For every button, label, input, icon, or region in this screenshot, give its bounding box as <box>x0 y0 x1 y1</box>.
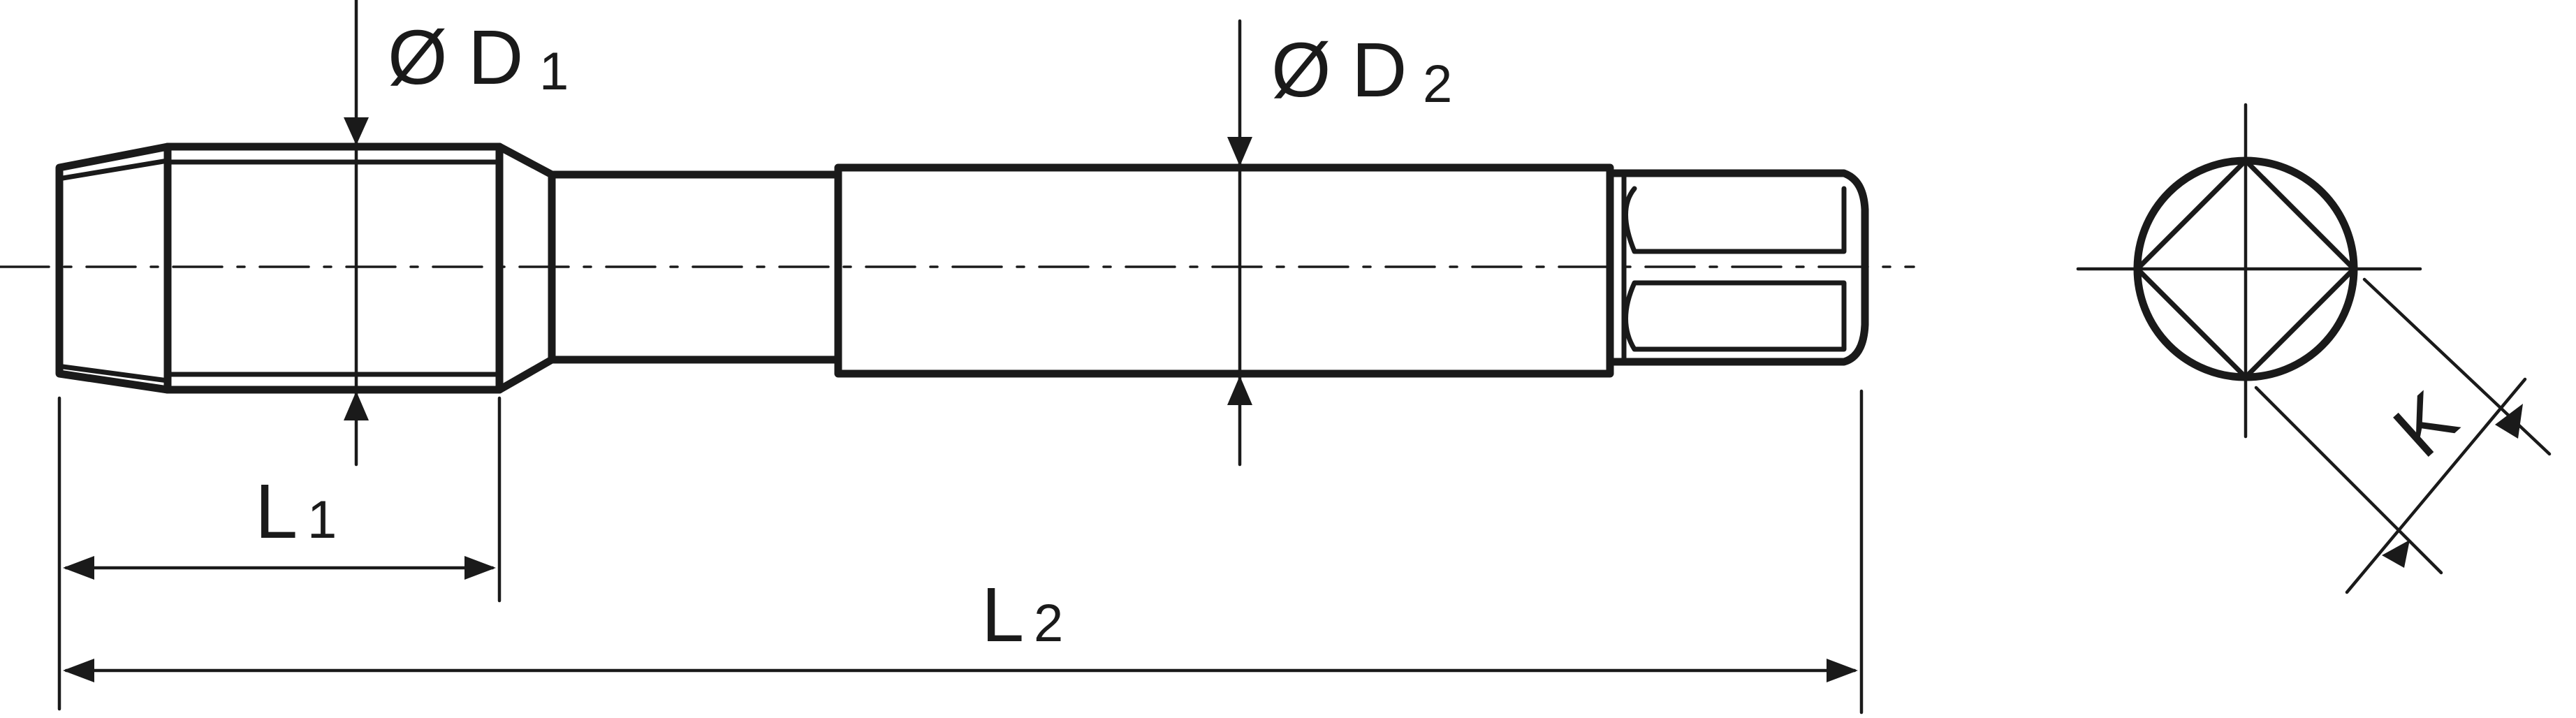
dimension-k: K <box>2254 277 2552 594</box>
square-drive-outline <box>1606 169 1869 366</box>
l2-letter: L <box>981 572 1024 658</box>
l2-arrow-right <box>1827 659 1858 682</box>
d2-arrow-bottom <box>1227 376 1252 405</box>
threaded-body-outline <box>163 142 504 394</box>
d1-arrow-bottom <box>344 391 369 420</box>
d2-letter: D <box>1352 27 1407 113</box>
d1-subscript: 1 <box>539 42 569 101</box>
l1-arrow-left <box>63 556 94 580</box>
l1-arrow-right <box>464 556 496 580</box>
d2-diameter-symbol: Ø <box>1271 27 1331 113</box>
end-view <box>2076 103 2422 439</box>
square-drive-lower-flat <box>1623 280 1847 352</box>
d1-arrow-top <box>344 117 369 145</box>
tap-side-view <box>0 142 1915 394</box>
chamfer-inner-line-bottom <box>60 364 170 383</box>
end-view-square-inner-2 <box>2260 175 2357 272</box>
chamfer-inner-line-top <box>60 158 170 181</box>
dimension-l2: L 2 <box>63 389 1864 715</box>
k-arrow-upper <box>2495 404 2523 439</box>
d1-diameter-symbol: Ø <box>388 15 448 101</box>
l2-arrow-left <box>63 659 94 682</box>
d2-subscript: 2 <box>1423 54 1452 114</box>
l2-subscript: 2 <box>1034 594 1063 653</box>
end-view-square-inner-1 <box>2135 175 2231 272</box>
end-view-square-inner-4 <box>2260 266 2357 362</box>
d2-arrow-top <box>1227 137 1252 166</box>
dimension-l1: L 1 <box>57 396 502 711</box>
k-dimension-line <box>2345 377 2527 594</box>
chamfer-lead-outline <box>55 142 172 394</box>
dimension-d2: Ø D 2 <box>1227 19 1452 467</box>
square-drive-upper-flat <box>1623 186 1847 254</box>
l1-letter: L <box>255 469 298 555</box>
neck-transition-outline <box>495 142 556 394</box>
shank-outline <box>834 163 1614 378</box>
d1-letter: D <box>468 15 523 101</box>
k-arrow-lower <box>2382 540 2410 568</box>
dimension-d1: Ø D 1 <box>344 0 569 467</box>
end-view-square-inner-3 <box>2135 266 2231 362</box>
l1-subscript: 1 <box>307 490 337 550</box>
k-extension-lower <box>2254 386 2443 575</box>
